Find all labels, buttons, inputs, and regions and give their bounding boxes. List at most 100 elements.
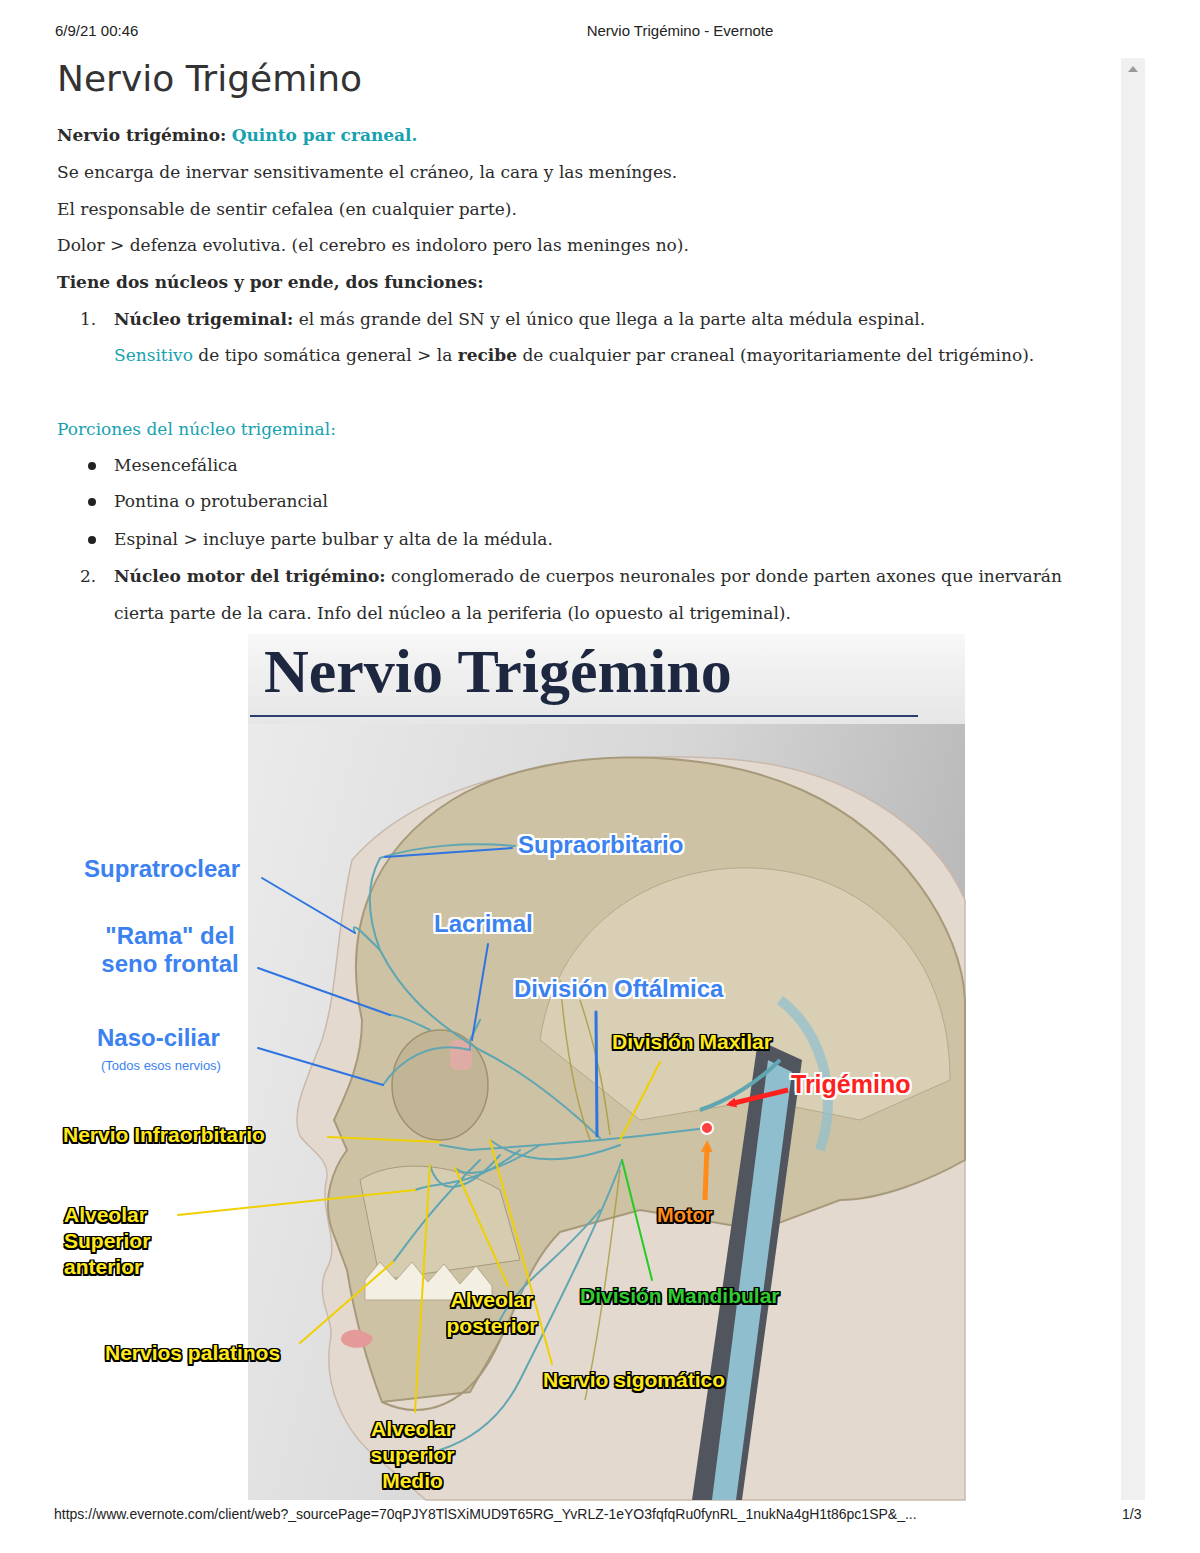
bold-heading: Tiene dos núcleos y por ende, dos funcio…	[57, 272, 483, 292]
nerve-label: Supratroclear	[84, 855, 240, 882]
brainstem	[712, 1060, 792, 1500]
illustration-title: Nervio Trigémino	[264, 637, 732, 705]
body-text: de tipo somática general > la	[198, 345, 452, 365]
text-block: Porciones del núcleo trigeminal:	[57, 411, 1107, 448]
text-block: Supratroclear	[84, 855, 240, 883]
pointer-arrow	[705, 1146, 707, 1200]
text-block: 1/3	[1122, 1506, 1141, 1522]
nerve-label: Naso-ciliar	[97, 1024, 220, 1051]
text-block: División Oftálmica	[514, 975, 723, 1003]
nucleus-label: Motor	[657, 1204, 713, 1226]
text-block: División Mandibular	[580, 1284, 780, 1308]
text-block: Nervios palatinos	[105, 1340, 280, 1366]
nerve-label: Trigémino	[791, 1070, 910, 1098]
nerve-label: Nervio sigomático	[543, 1368, 725, 1391]
body-text: Se encarga de inervar sensitivamente el …	[57, 162, 677, 182]
bullet	[88, 462, 96, 470]
nerve-label: Alveolar Superior anterior	[64, 1203, 150, 1278]
text-block: Motor	[657, 1204, 713, 1227]
text-block: Núcleo motor del trigémino: conglomerado…	[114, 558, 1109, 632]
list-number: 1.	[80, 309, 96, 329]
body-text: el más grande del SN y el único que lleg…	[299, 309, 925, 329]
scroll-arrow	[1128, 66, 1138, 72]
nerve-label: Lacrimal	[434, 910, 533, 937]
bold-term: Núcleo motor del trigémino:	[114, 566, 386, 586]
spine	[692, 1040, 802, 1500]
text-block: 6/9/21 00:46	[55, 22, 138, 39]
text-block: Nervio Trigémino	[264, 636, 732, 707]
text-block: Nervio Trigémino	[57, 58, 362, 99]
nerve-label: Nervios palatinos	[105, 1341, 280, 1364]
text-block: Sensitivo de tipo somática general > la …	[114, 337, 1064, 374]
lips	[341, 1330, 372, 1348]
text-block: Naso-ciliar	[97, 1024, 220, 1052]
division-label: División Maxilar	[612, 1030, 772, 1053]
text-block: El responsable de sentir cefalea (en cua…	[57, 191, 1107, 228]
lacrimal-gland	[450, 1040, 472, 1070]
nerve-branches	[354, 844, 707, 1450]
page-number: 1/3	[1122, 1506, 1141, 1522]
section-heading: Porciones del núcleo trigeminal:	[57, 419, 336, 439]
text-block: Alveolar posterior	[432, 1287, 552, 1339]
bold-term: recibe	[458, 345, 517, 365]
trigeminal-ganglion	[701, 1122, 713, 1134]
text-block: "Rama" del seno frontal	[80, 922, 260, 978]
bullet-text: Pontina o protuberancial	[114, 491, 328, 511]
body-text: Dolor > defenza evolutiva. (el cerebro e…	[57, 235, 689, 255]
scrollbar	[1121, 58, 1145, 1500]
pointer-arrow	[730, 1090, 788, 1104]
note: (Todos esos nervios)	[101, 1058, 221, 1073]
bullet	[88, 536, 96, 544]
text-block: Supraorbitario	[518, 831, 683, 859]
text-block: Espinal > incluye parte bulbar y alta de…	[114, 521, 1104, 558]
bold-term: Núcleo trigeminal:	[114, 309, 293, 329]
mandible	[382, 1340, 500, 1410]
nerve-label: Alveolar superior Medio	[370, 1417, 454, 1492]
text-block: Pontina o protuberancial	[114, 483, 1104, 520]
text-block: Dolor > defenza evolutiva. (el cerebro e…	[57, 227, 1107, 264]
nerve-label: Alveolar posterior	[446, 1288, 537, 1337]
illustration-ground	[248, 634, 965, 1500]
text-block: (Todos esos nervios)	[101, 1058, 221, 1073]
text-block: Tiene dos núcleos y por ende, dos funcio…	[57, 264, 1107, 301]
text-block: Se encarga de inervar sensitivamente el …	[57, 154, 1107, 191]
text-block: 1.	[80, 301, 96, 338]
text-block: 2.	[80, 558, 96, 595]
text-block: https://www.evernote.com/client/web?_sou…	[54, 1506, 1104, 1522]
nerve-label: Nervio Infraorbitario	[63, 1123, 265, 1146]
text-block: Mesencefálica	[114, 447, 1104, 484]
text-block: Nervio Trigémino - Evernote	[480, 22, 880, 39]
text-block: Lacrimal	[434, 910, 533, 938]
bold-term: Nervio trigémino:	[57, 125, 226, 145]
body-text: de cualquier par craneal (mayoritariamen…	[522, 345, 1034, 365]
highlight: Quinto par craneal.	[232, 125, 418, 145]
page-title: Nervio Trigémino	[57, 58, 362, 99]
text-block: Nervio Infraorbitario	[63, 1122, 265, 1148]
timestamp: 6/9/21 00:46	[55, 22, 138, 39]
nerve-label: Supraorbitario	[518, 831, 683, 858]
window-title: Nervio Trigémino - Evernote	[587, 22, 774, 39]
text-block: Trigémino	[791, 1070, 910, 1099]
text-block: Alveolar Superior anterior	[64, 1202, 189, 1280]
skull	[328, 757, 965, 1402]
division-label: División Mandibular	[580, 1284, 780, 1307]
text-block: División Maxilar	[612, 1029, 772, 1055]
body-text: El responsable de sentir cefalea (en cua…	[57, 199, 517, 219]
text-block: Nervio trigémino: Quinto par craneal.	[57, 117, 1107, 154]
text-block: Nervio sigomático	[543, 1367, 725, 1393]
title-underline	[250, 715, 918, 717]
bullet	[88, 498, 96, 506]
head-silhouette	[297, 757, 965, 1500]
division-label: División Oftálmica	[514, 975, 723, 1002]
list-number: 2.	[80, 566, 96, 586]
url: https://www.evernote.com/client/web?_sou…	[54, 1506, 917, 1522]
text-block: Núcleo trigeminal: el más grande del SN …	[114, 301, 1104, 338]
nerve-label: "Rama" del seno frontal	[101, 922, 238, 977]
illustration-title-band	[248, 634, 965, 724]
highlight: Sensitivo	[114, 345, 193, 365]
bullet-text: Espinal > incluye parte bulbar y alta de…	[114, 529, 553, 549]
text-block: Alveolar superior Medio	[350, 1416, 475, 1494]
bullet-text: Mesencefálica	[114, 455, 238, 475]
